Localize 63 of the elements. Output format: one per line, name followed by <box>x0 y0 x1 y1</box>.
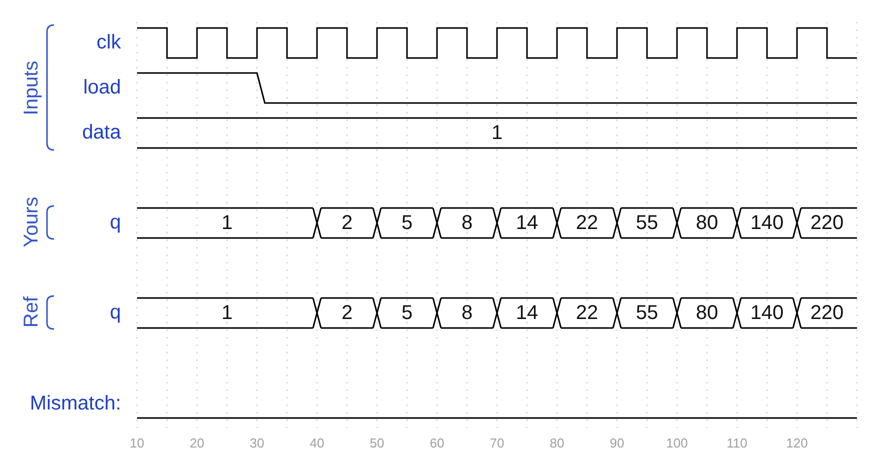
bus-value-segment <box>377 298 437 328</box>
bus-value: 1 <box>221 302 233 324</box>
bus-value: 1 <box>491 122 503 144</box>
bus-value: 8 <box>461 302 473 324</box>
bus-value: 2 <box>341 302 353 324</box>
bus-value: 2 <box>341 212 353 234</box>
bus-value-segment <box>797 298 857 328</box>
signal-name: q <box>110 302 121 324</box>
signal-name: Mismatch: <box>30 392 121 416</box>
bus-value-segment <box>437 298 497 328</box>
bus-value-segment <box>497 208 557 238</box>
bus-value-segment <box>137 208 317 238</box>
bus-value-segment <box>677 298 737 328</box>
bus-value-segment <box>317 298 377 328</box>
signal-name: q <box>110 212 121 234</box>
axis-tick-label: 10 <box>130 436 144 450</box>
bus-value: 80 <box>696 212 718 234</box>
bus-value-segment <box>617 208 677 238</box>
axis-tick-label: 60 <box>430 436 444 450</box>
bus-value-segment <box>377 208 437 238</box>
bus-value-segment <box>437 208 497 238</box>
signal-name: load <box>83 76 121 100</box>
bus-value: 22 <box>576 302 598 324</box>
bus-value-segment <box>317 208 377 238</box>
bus-value-segment <box>497 298 557 328</box>
axis-tick-label: 40 <box>310 436 324 450</box>
axis-tick-label: 120 <box>786 436 808 450</box>
bus-value-segment <box>797 208 857 238</box>
bus-value-segment <box>137 118 857 148</box>
bus-value-segment <box>617 298 677 328</box>
group-label: Yours <box>20 196 44 248</box>
bus-value: 5 <box>401 302 413 324</box>
axis-tick-label: 70 <box>490 436 504 450</box>
bus-value: 80 <box>696 302 718 324</box>
axis-tick-label: 110 <box>726 436 748 450</box>
bus-value: 55 <box>636 302 658 324</box>
bus-value: 220 <box>810 212 844 234</box>
bus-value: 220 <box>810 302 844 324</box>
bus-value: 5 <box>401 212 413 234</box>
bus-value-segment <box>677 208 737 238</box>
signal-name: clk <box>96 32 121 54</box>
axis-tick-label: 80 <box>550 436 564 450</box>
bus-value: 1 <box>221 212 233 234</box>
signal-name: data <box>82 122 121 144</box>
axis-tick-label: 90 <box>610 436 624 450</box>
axis-tick-label: 50 <box>370 436 384 450</box>
group-label: Ref <box>20 296 44 328</box>
bus-value: 14 <box>516 302 538 324</box>
bus-value-segment <box>737 208 797 238</box>
bus-value-segment <box>737 298 797 328</box>
bus-value-segment <box>557 298 617 328</box>
bus-value: 140 <box>750 212 784 234</box>
bus-value: 8 <box>461 212 473 234</box>
bus-value: 140 <box>750 302 784 324</box>
bus-value: 55 <box>636 212 658 234</box>
axis-tick-label: 30 <box>250 436 264 450</box>
axis-tick-label: 100 <box>666 436 688 450</box>
bus-value: 14 <box>516 212 538 234</box>
axis-tick-label: 20 <box>190 436 204 450</box>
group-label: Inputs <box>20 60 44 116</box>
bus-value: 22 <box>576 212 598 234</box>
bus-value-segment <box>137 298 317 328</box>
bus-value-segment <box>557 208 617 238</box>
